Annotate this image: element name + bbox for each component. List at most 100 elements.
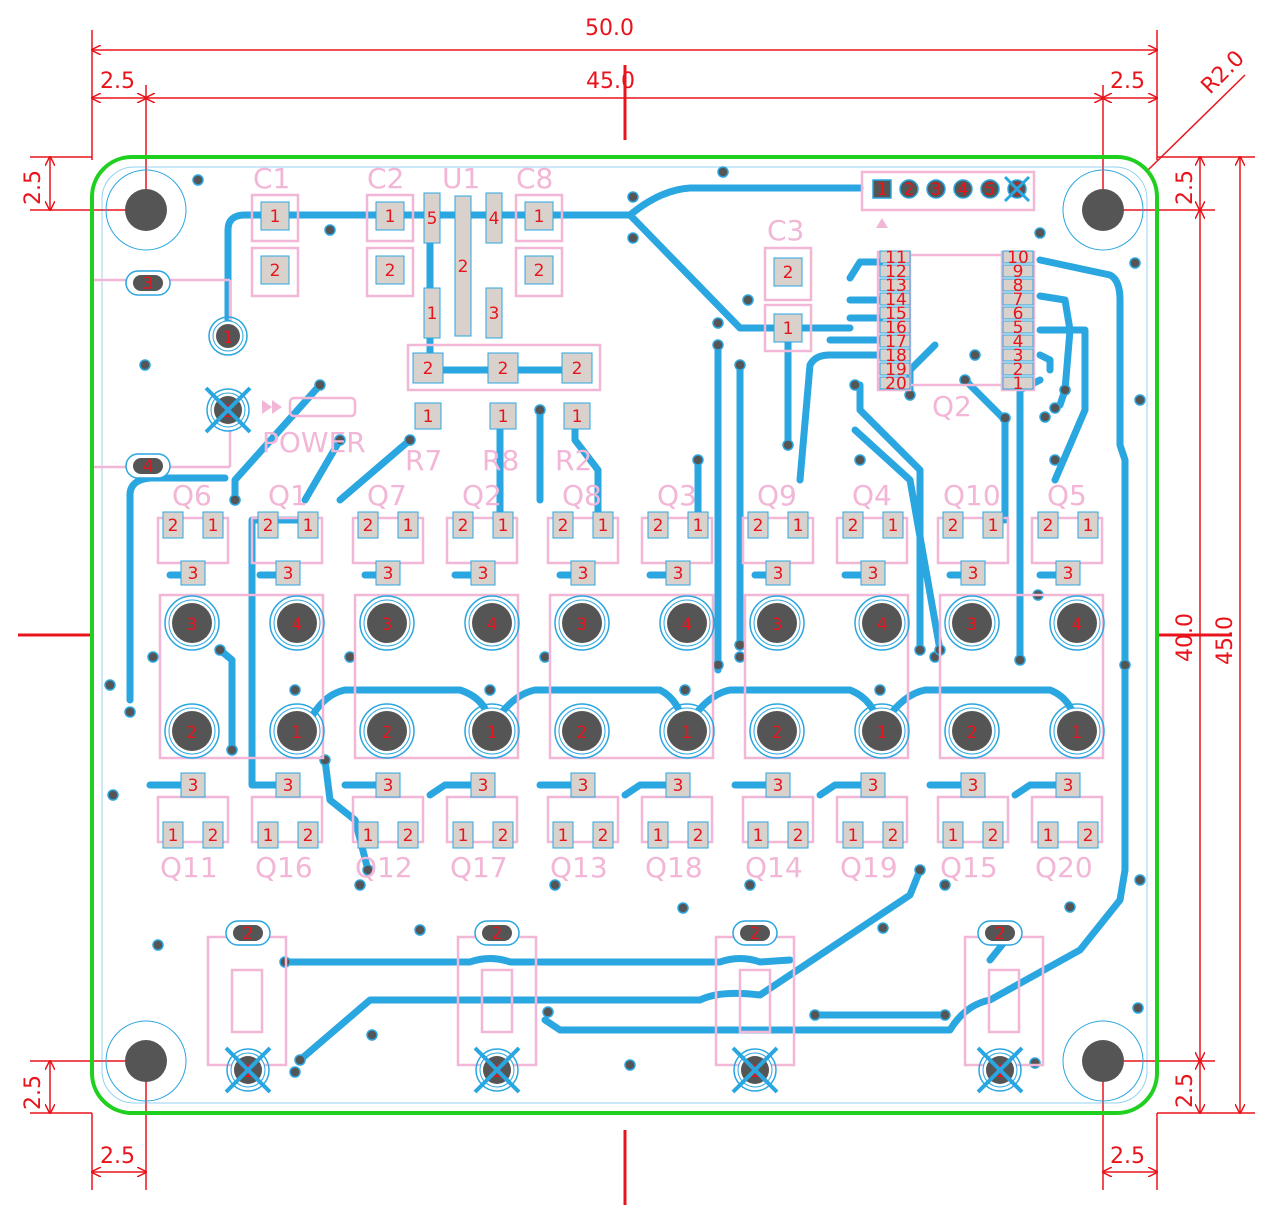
c2-pad-1: 1: [375, 201, 405, 231]
connector-pin-14: 14: [879, 290, 911, 310]
r7-pad-1: 1: [414, 402, 442, 430]
svg-text:6: 6: [1013, 304, 1024, 324]
board-inner-outline: [101, 166, 1148, 1104]
top-transistor-pad-2: 2: [747, 511, 769, 539]
connector-pin-7: 7: [1002, 290, 1034, 310]
dim-offset-right-bottom: 2.5: [1173, 1073, 1198, 1108]
bottom-transistor-pad-1: 1: [647, 821, 669, 849]
pad-number: 1: [848, 826, 859, 846]
bottom-transistor-pad-3: 3: [570, 772, 596, 798]
pad-number: 2: [995, 924, 1006, 944]
pad-number: 1: [948, 826, 959, 846]
power-pad-1: 1: [208, 316, 248, 356]
pad-number: 2: [187, 723, 198, 743]
pad-number: 2: [492, 924, 503, 944]
switch-pad-3: 3: [164, 595, 220, 651]
top-transistor-pad-2: 2: [552, 511, 574, 539]
pad-number: 3: [188, 776, 199, 796]
pad-number: 1: [498, 407, 509, 427]
pad-number: 1: [534, 207, 545, 227]
pad-number: 1: [403, 516, 414, 536]
pad-number: 3: [478, 564, 489, 584]
r7-pad-2: 2: [412, 352, 444, 384]
bottom-transistor-pad-2: 2: [982, 821, 1004, 849]
pad-number: 2: [772, 723, 783, 743]
silk-label-q7: Q7: [367, 479, 407, 512]
pad-number: 2: [693, 826, 704, 846]
pad-number: 2: [750, 924, 761, 944]
silk-label-q6: Q6: [172, 479, 212, 512]
pad-number: 1: [292, 723, 303, 743]
silk-label-c2: C2: [367, 162, 404, 195]
bottom-transistor-pad-3: 3: [960, 772, 986, 798]
c3-pad-2: 2: [773, 257, 803, 287]
pad-number: 3: [673, 564, 684, 584]
switch-pad-1: 1: [269, 703, 325, 759]
header-pin-6: 6: [1003, 175, 1031, 203]
pad-number: 1: [303, 516, 314, 536]
dim-offset-left-bottom: 2.5: [21, 1075, 46, 1110]
pad-number: 2: [653, 516, 664, 536]
silk-label-c8: C8: [516, 162, 553, 195]
bottom-transistor-pad-2: 2: [882, 821, 904, 849]
switch-pad-4: 4: [269, 595, 325, 651]
top-transistor-pad-1: 1: [1077, 511, 1099, 539]
pad-number: 1: [598, 516, 609, 536]
silk-label-q16: Q16: [255, 851, 313, 884]
dim-offset-bottom-left: 2.5: [100, 1144, 135, 1169]
top-transistor-pad-2: 2: [257, 511, 279, 539]
pad-number: 2: [385, 261, 396, 281]
header-pin-4: 4: [953, 179, 973, 200]
u1-pad-3: 3: [485, 287, 503, 339]
pad-number: 1: [423, 407, 434, 427]
pad-number: 1: [693, 516, 704, 536]
silk-label-q2: Q2: [462, 479, 502, 512]
dim-height-total: 45.0: [1213, 616, 1238, 665]
pad-number: 2: [263, 516, 274, 536]
board-outline: [90, 155, 1159, 1115]
switch-pad-3: 3: [359, 595, 415, 651]
top-transistor-pad-3: 3: [470, 560, 496, 586]
pad-number: 1: [783, 319, 794, 339]
svg-text:9: 9: [1013, 262, 1024, 282]
connector-pin-10: 10: [1002, 248, 1034, 268]
connector-pin-1: 1: [1002, 374, 1034, 394]
pad-number: 1: [168, 826, 179, 846]
terminal-pad-1: 1: [976, 1046, 1024, 1094]
power-indicator-icon: [262, 400, 282, 414]
silk-label-q11: Q11: [160, 851, 218, 884]
pad-number: 3: [577, 615, 588, 635]
top-transistor-pad-3: 3: [570, 560, 596, 586]
connector-pin-16: 16: [879, 318, 911, 338]
pad-number: 3: [383, 564, 394, 584]
pad-number: 2: [498, 826, 509, 846]
dim-offset-bottom-right: 2.5: [1110, 1144, 1145, 1169]
silk-label-q9: Q9: [757, 479, 797, 512]
pad-number: 3: [773, 564, 784, 584]
silk-label-q14: Q14: [745, 851, 803, 884]
c8-pad-1: 1: [524, 201, 554, 231]
power-pad-3: 3: [125, 270, 171, 296]
bottom-transistor-pad-3: 3: [375, 772, 401, 798]
switch-pad-3: 3: [554, 595, 610, 651]
pad-number: 2: [793, 826, 804, 846]
svg-text:1: 1: [877, 180, 888, 200]
svg-text:5: 5: [1013, 318, 1024, 338]
pad-number: 1: [877, 723, 888, 743]
terminal-pad-1: 1: [473, 1046, 521, 1094]
svg-text:10: 10: [1007, 248, 1029, 268]
top-transistor-pad-2: 2: [357, 511, 379, 539]
top-transistor-pad-1: 1: [297, 511, 319, 539]
pad-number: 2: [888, 826, 899, 846]
pad-number: 2: [967, 723, 978, 743]
pad-number: 1: [558, 826, 569, 846]
pad-number: 3: [382, 615, 393, 635]
pad-number: 2: [168, 516, 179, 536]
bottom-transistor-pad-2: 2: [1077, 821, 1099, 849]
pad-number: 3: [967, 615, 978, 635]
mounting-holes: [105, 169, 1144, 1102]
header-pin-3: 3: [926, 179, 946, 200]
connector-pin-4: 4: [1002, 332, 1034, 352]
pad-number: 4: [489, 209, 500, 229]
switch-pad-1: 1: [659, 703, 715, 759]
